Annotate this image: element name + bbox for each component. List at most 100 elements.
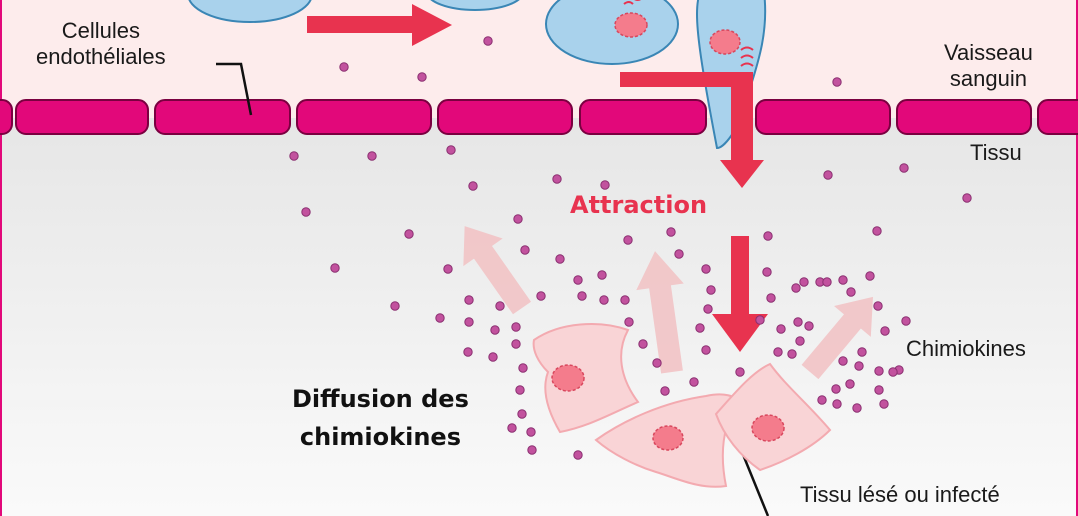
label-injured-tissue: Tissu lésé ou infecté bbox=[800, 482, 1000, 507]
chemokine-dot-icon bbox=[865, 271, 875, 281]
chemokine-dot-icon bbox=[701, 345, 711, 355]
diffusion-arrow-icon bbox=[636, 251, 684, 374]
chemokine-dot-icon bbox=[468, 181, 478, 191]
chemokine-dot-icon bbox=[766, 293, 776, 303]
chemokine-dot-icon bbox=[962, 193, 972, 203]
chemokine-dot-icon bbox=[624, 317, 634, 327]
tissue-cells bbox=[532, 323, 832, 488]
nucleus-icon bbox=[614, 12, 648, 38]
endothelial-cell bbox=[154, 99, 291, 135]
chemokine-dot-icon bbox=[674, 249, 684, 259]
chemokine-dot-icon bbox=[435, 313, 445, 323]
chemokine-dot-icon bbox=[597, 270, 607, 280]
chemokine-dot-icon bbox=[787, 349, 797, 359]
label-tissue: Tissu bbox=[970, 140, 1022, 165]
chemokine-dot-icon bbox=[901, 316, 911, 326]
chemokine-dot-icon bbox=[520, 245, 530, 255]
tissue-region bbox=[0, 118, 1078, 516]
endothelial-cell bbox=[579, 99, 707, 135]
chemokine-dot-icon bbox=[488, 352, 498, 362]
chemokine-dot-icon bbox=[577, 291, 587, 301]
label-vessel-line1: Vaisseau bbox=[944, 40, 1033, 65]
chemokine-dot-icon bbox=[817, 395, 827, 405]
chemokine-dot-icon bbox=[804, 321, 814, 331]
chemokine-dot-icon bbox=[417, 72, 427, 82]
attraction-arrow-icon bbox=[712, 236, 768, 352]
tissue-cell-icon bbox=[594, 393, 740, 488]
chemokine-dot-icon bbox=[490, 325, 500, 335]
nucleus-icon bbox=[751, 414, 785, 442]
nucleus-icon bbox=[652, 425, 684, 451]
chemokine-dot-icon bbox=[513, 214, 523, 224]
chemokine-dot-icon bbox=[507, 423, 517, 433]
diffusion-arrow-icon bbox=[463, 226, 532, 315]
label-endothelial-cells: Cellules endothéliales bbox=[36, 18, 166, 70]
chemokine-dot-icon bbox=[660, 386, 670, 396]
chemokine-dot-icon bbox=[495, 301, 505, 311]
chemokine-dot-icon bbox=[404, 229, 414, 239]
leader-endothelial bbox=[216, 62, 253, 116]
chemokine-dot-icon bbox=[695, 323, 705, 333]
attraction-arrows bbox=[620, 72, 768, 352]
leukocyte-icon bbox=[430, 0, 520, 11]
chemokine-dot-icon bbox=[599, 295, 609, 305]
tissue-cell-icon bbox=[714, 362, 832, 472]
chemokine-dot-icon bbox=[899, 163, 909, 173]
chemokine-dot-icon bbox=[623, 235, 633, 245]
receptor-icon bbox=[623, 0, 642, 5]
chemokine-dot-icon bbox=[638, 339, 648, 349]
chemokine-dot-icon bbox=[857, 347, 867, 357]
chemokine-dot-icon bbox=[390, 301, 400, 311]
chemokine-dot-icon bbox=[515, 385, 525, 395]
endothelial-cell bbox=[896, 99, 1032, 135]
endothelial-cell bbox=[15, 99, 149, 135]
label-diffusion-line1: Diffusion des bbox=[292, 385, 469, 413]
chemokine-dot-icon bbox=[339, 62, 349, 72]
nucleus-icon bbox=[709, 29, 741, 55]
chemokine-dot-icon bbox=[832, 399, 842, 409]
chemokine-dot-icon bbox=[600, 180, 610, 190]
tissue-cell-icon bbox=[532, 323, 640, 434]
chemokine-dot-icon bbox=[762, 267, 772, 277]
receptor-icon bbox=[740, 46, 754, 67]
chemokine-dot-icon bbox=[872, 226, 882, 236]
chemokine-dot-icon bbox=[793, 317, 803, 327]
chemokine-dot-icon bbox=[517, 409, 527, 419]
label-chemokine-diffusion: Diffusion des chimiokines bbox=[292, 380, 469, 456]
chemokine-dot-icon bbox=[763, 231, 773, 241]
chemokine-dot-icon bbox=[873, 301, 883, 311]
chemokine-dot-icon bbox=[791, 283, 801, 293]
chemokine-dot-icon bbox=[526, 427, 536, 437]
chemokine-dot-icon bbox=[755, 315, 765, 325]
chemokine-dot-icon bbox=[555, 254, 565, 264]
chemokine-dot-icon bbox=[879, 399, 889, 409]
leukocyte-icon bbox=[545, 0, 679, 65]
chemokine-dot-icon bbox=[852, 403, 862, 413]
label-vessel-line2: sanguin bbox=[949, 66, 1027, 91]
endothelium-layer bbox=[0, 99, 1078, 135]
chemokine-dot-icon bbox=[823, 170, 833, 180]
vessel-lumen bbox=[0, 0, 1078, 118]
chemokine-dot-icon bbox=[289, 151, 299, 161]
chemokine-dot-icon bbox=[620, 295, 630, 305]
chemokine-dot-icon bbox=[301, 207, 311, 217]
chemokine-dot-icon bbox=[463, 347, 473, 357]
label-attraction: Attraction bbox=[570, 191, 708, 219]
chemokine-dot-icon bbox=[832, 77, 842, 87]
chemokine-dot-icon bbox=[831, 384, 841, 394]
endothelial-cell bbox=[1037, 99, 1078, 135]
chemokine-dot-icon bbox=[367, 151, 377, 161]
label-blood-vessel: Vaisseau sanguin bbox=[944, 40, 1033, 92]
leader-lines bbox=[216, 62, 770, 516]
diffusion-arrow-icon bbox=[801, 296, 873, 380]
chemokine-dot-icon bbox=[838, 275, 848, 285]
chemokine-dot-icon bbox=[799, 277, 809, 287]
endothelial-cell bbox=[755, 99, 891, 135]
chemokine-dot-icon bbox=[874, 366, 884, 376]
label-diffusion-line2: chimiokines bbox=[299, 423, 461, 451]
chemokine-dot-icon bbox=[795, 336, 805, 346]
chemokine-dot-icon bbox=[536, 291, 546, 301]
chemokine-dot-icon bbox=[773, 347, 783, 357]
chemokine-dot-icon bbox=[874, 385, 884, 395]
